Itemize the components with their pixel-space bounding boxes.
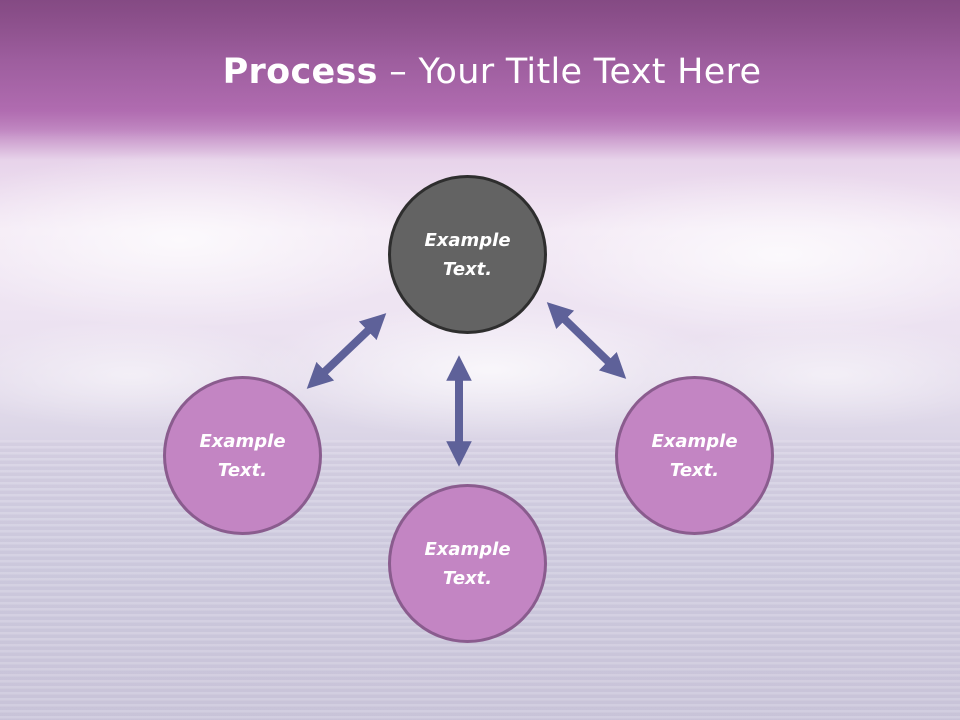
node-bottom-label: Example Text.: [424, 538, 511, 589]
arrow-top-right: [546, 302, 627, 379]
node-bottom: Example Text.: [388, 484, 547, 643]
node-top-label: Example Text.: [424, 229, 511, 280]
node-left-label: Example Text.: [199, 430, 286, 481]
node-left: Example Text.: [163, 376, 322, 535]
title-bold: Process: [222, 52, 378, 92]
slide-title: Process – Your Title Text Here: [0, 52, 960, 92]
node-right: Example Text.: [615, 376, 774, 535]
background-cloud: [0, 150, 440, 330]
node-right-label: Example Text.: [651, 430, 738, 481]
title-rest: – Your Title Text Here: [377, 52, 762, 92]
node-top: Example Text.: [388, 175, 547, 334]
header-band: [0, 0, 960, 138]
arrow-left-top: [306, 313, 387, 389]
